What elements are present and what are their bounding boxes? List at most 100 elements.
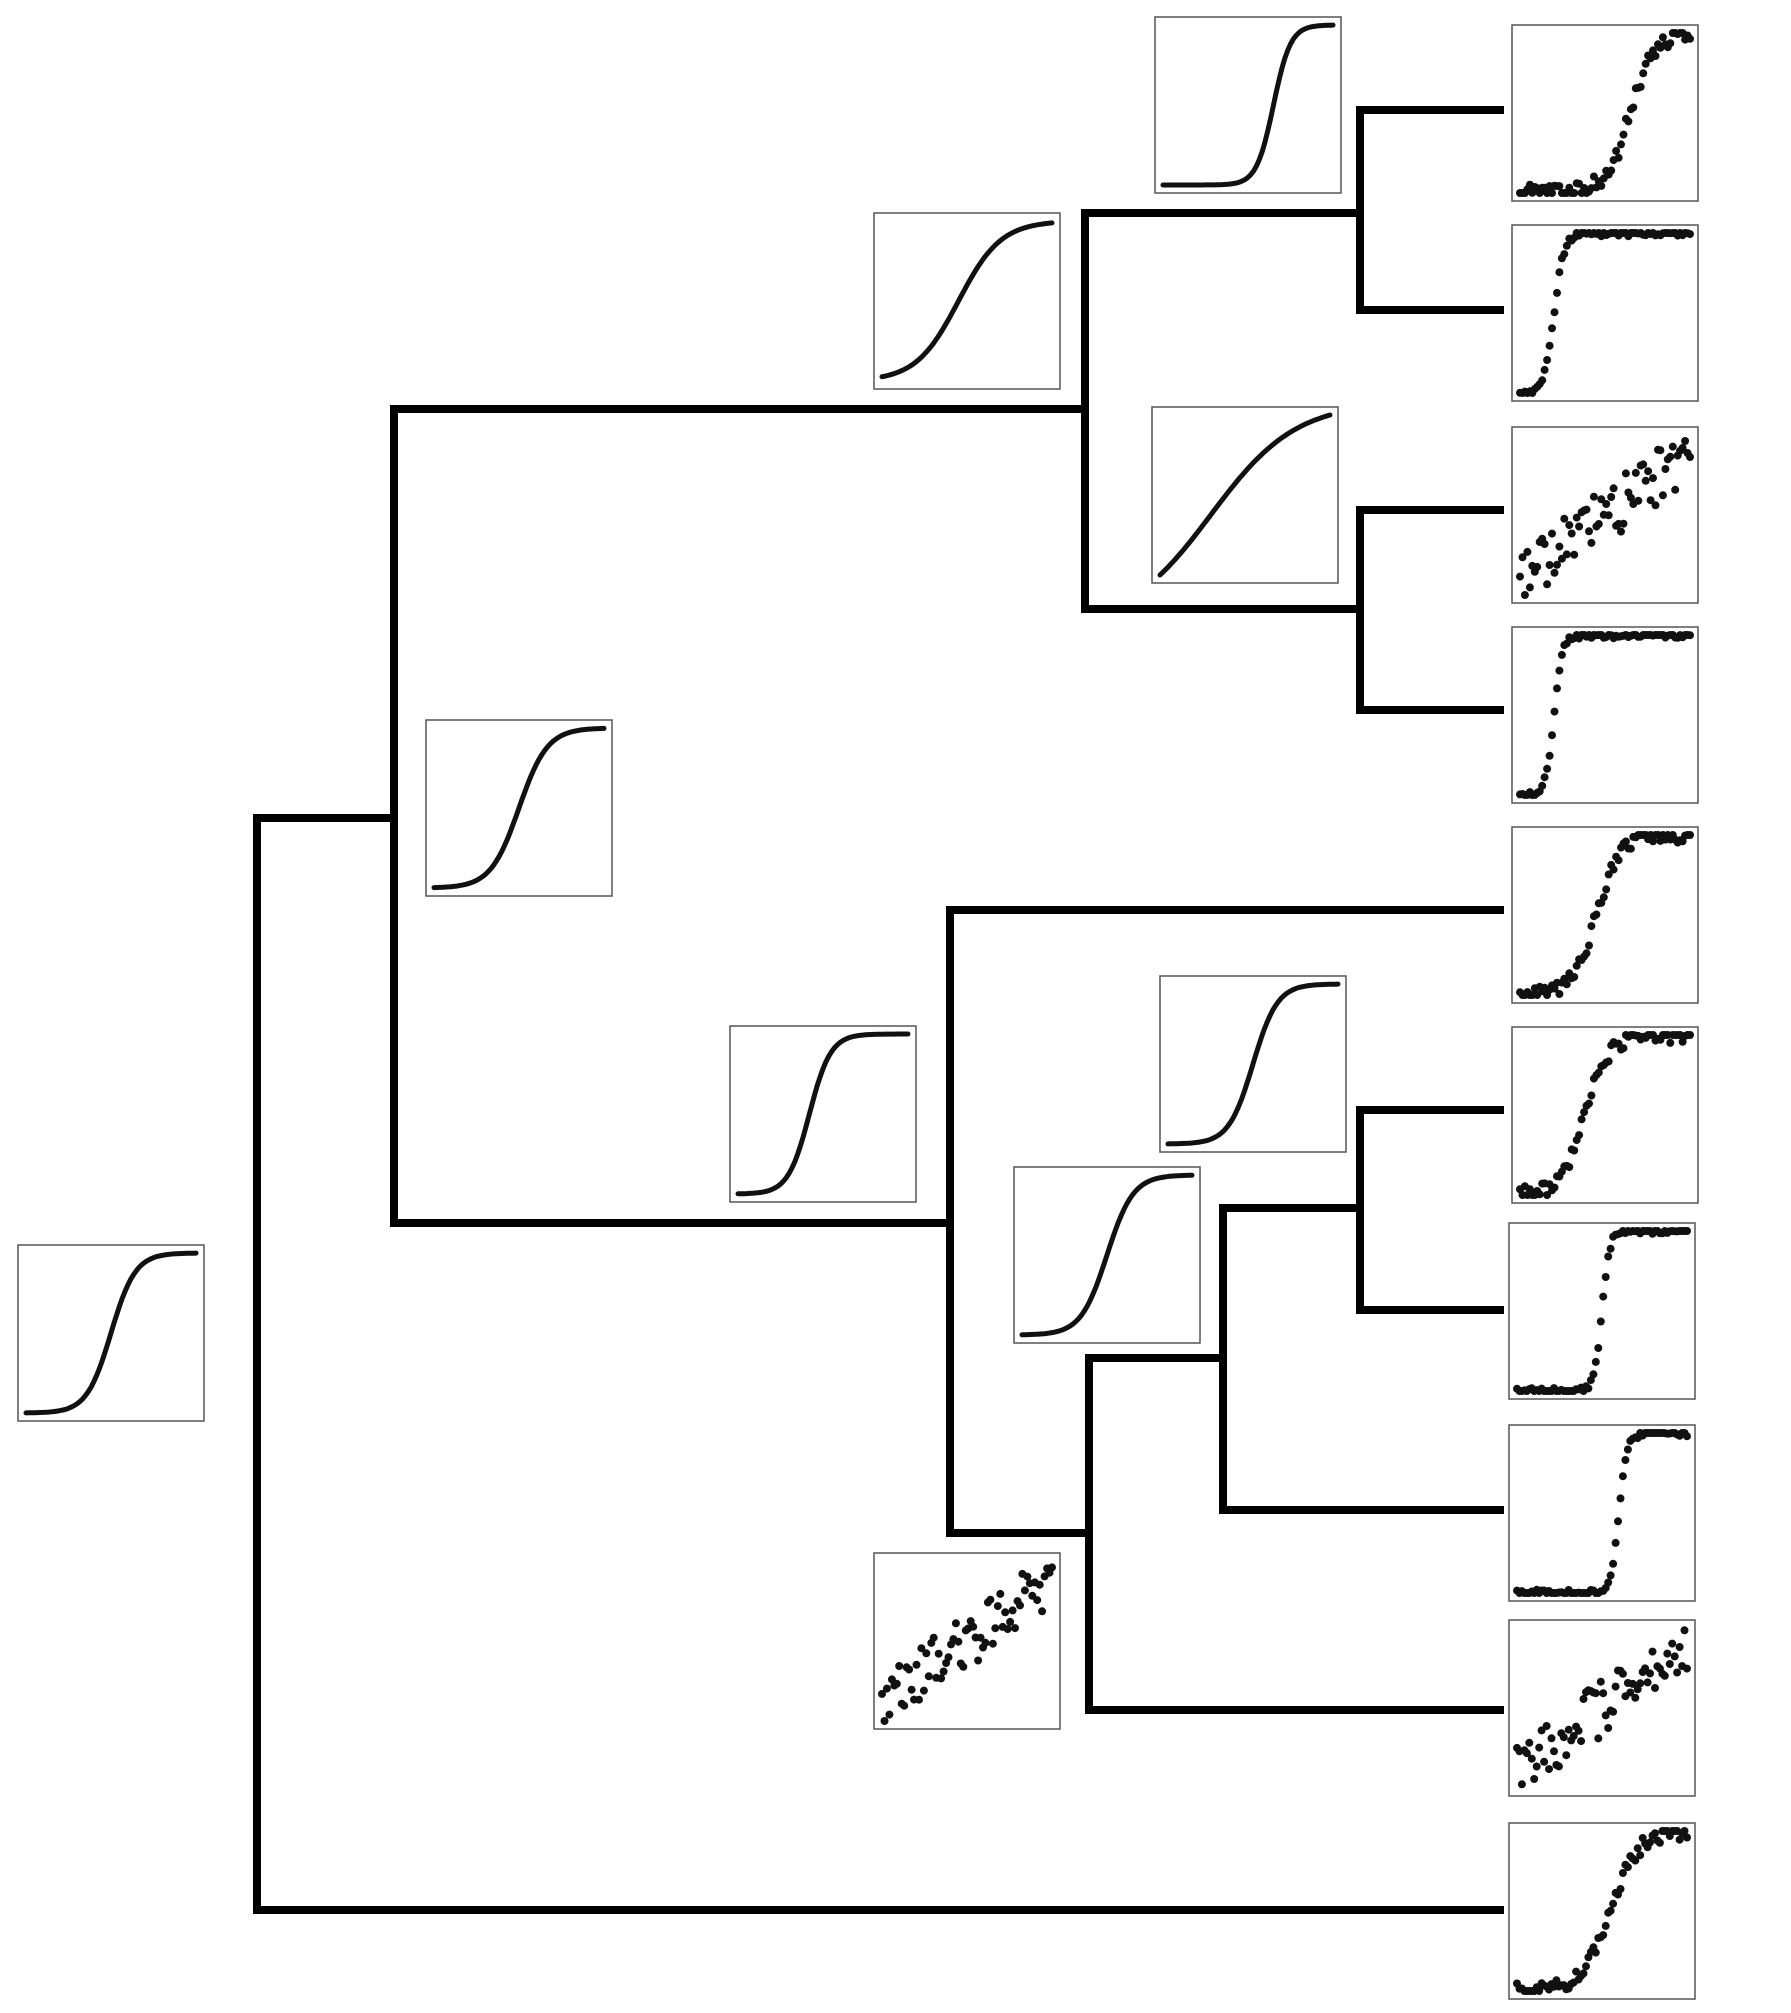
fitted-curve [1160, 22, 1336, 188]
data-point [1611, 1538, 1620, 1547]
data-point [1644, 467, 1653, 476]
data-point [1555, 542, 1564, 551]
data-point [1606, 1906, 1615, 1915]
data-point [1604, 511, 1613, 520]
data-point [929, 1633, 938, 1642]
data-point [1543, 764, 1552, 773]
data-point [1683, 1227, 1691, 1235]
data-point [1525, 1738, 1534, 1747]
data-point [1522, 1749, 1531, 1758]
leaf-scatter-panel [1511, 826, 1699, 1004]
data-point [1612, 146, 1621, 155]
data-point [905, 1665, 914, 1674]
data-point [951, 1619, 960, 1628]
data-point [1673, 1668, 1682, 1677]
data-point [1633, 1844, 1642, 1853]
split-curve-panel [1151, 406, 1339, 584]
data-point [1520, 591, 1529, 599]
leaf-scatter-panel [1511, 24, 1699, 202]
data-point [944, 1653, 953, 1662]
data-point [1601, 1273, 1610, 1281]
data-point [1646, 1669, 1654, 1678]
data-point [1639, 69, 1648, 78]
data-point [1599, 1292, 1608, 1301]
data-point [1651, 1684, 1659, 1692]
panel-frame [1508, 1424, 1696, 1602]
data-point [1618, 1869, 1627, 1877]
data-point [996, 1589, 1005, 1598]
data-point [1683, 1664, 1691, 1673]
data-point [969, 1622, 978, 1631]
data-point [919, 1686, 928, 1695]
data-point [1666, 39, 1675, 48]
data-point [1663, 1649, 1672, 1658]
data-point [1641, 476, 1650, 485]
data-point [1607, 493, 1616, 501]
data-point [1619, 519, 1628, 528]
data-point [1634, 496, 1643, 505]
leaf-scatter-panel [1508, 1619, 1696, 1797]
data-point [1560, 514, 1569, 523]
data-point [1001, 1608, 1010, 1617]
data-point [1550, 707, 1559, 716]
fitted-curve [1165, 981, 1341, 1147]
data-point [1582, 1962, 1590, 1971]
data-point [1596, 1317, 1605, 1326]
data-point [878, 1689, 886, 1698]
data-point [1643, 1678, 1652, 1687]
data-point [1023, 1572, 1032, 1581]
data-point [1594, 1344, 1603, 1352]
data-point [1606, 1571, 1615, 1580]
data-point [912, 1660, 921, 1669]
data-point [1565, 521, 1574, 530]
data-point [880, 1717, 889, 1725]
data-point [1577, 1737, 1586, 1746]
data-point [1579, 1969, 1588, 1978]
data-point [1538, 376, 1547, 385]
data-point [1591, 1357, 1600, 1366]
data-point [1686, 1031, 1694, 1039]
data-point [1681, 437, 1690, 445]
data-point [1671, 485, 1680, 494]
data-point [1649, 837, 1657, 846]
panel-frame [1154, 16, 1342, 194]
data-point [1616, 1494, 1625, 1503]
data-point [907, 1685, 916, 1694]
data-point [1550, 1183, 1559, 1192]
panel-frame [1508, 1822, 1696, 2000]
data-point [959, 1662, 968, 1671]
split-curve-panel [425, 719, 613, 897]
split-curve-panel [729, 1025, 917, 1203]
data-point [1559, 1733, 1568, 1742]
data-point [1609, 1707, 1618, 1716]
split-curve-panel [1159, 975, 1347, 1153]
data-point [1686, 631, 1694, 640]
fitted-curve [1157, 412, 1333, 578]
data-point [1548, 324, 1556, 333]
data-point [1621, 1456, 1630, 1464]
data-point [934, 1649, 943, 1658]
data-point [981, 1638, 990, 1647]
data-point [1597, 181, 1606, 190]
data-point [1599, 1689, 1608, 1698]
data-point [1651, 52, 1660, 60]
data-point [1670, 1652, 1679, 1661]
data-point [1602, 885, 1611, 894]
data-point [1540, 365, 1549, 374]
data-point [1633, 1685, 1642, 1694]
leaf-scatter-panel [1511, 224, 1699, 402]
data-point [1628, 1679, 1637, 1688]
fitted-curve [431, 725, 607, 891]
data-point [1527, 1754, 1536, 1763]
data-point [882, 1684, 891, 1693]
data-point [1594, 1734, 1603, 1743]
data-point [900, 1701, 909, 1710]
data-point [1535, 1987, 1544, 1995]
data-point [924, 1672, 933, 1681]
panel-frame [873, 212, 1061, 390]
data-point [1545, 341, 1554, 350]
data-point [1575, 522, 1584, 531]
data-point [1008, 1606, 1017, 1615]
data-point [1680, 1827, 1689, 1835]
data-point [1609, 484, 1618, 493]
